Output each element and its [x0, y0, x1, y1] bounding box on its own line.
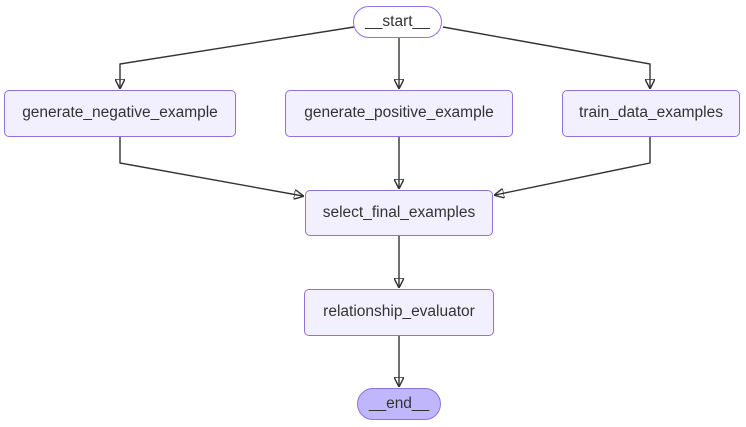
edge-generate-negative-example-to-select-final-examples [119, 137, 303, 196]
node-generate-negative-example-label: generate_negative_example [22, 104, 218, 122]
edge-train-data-examples-to-select-final-examples [495, 137, 651, 195]
node-relationship-evaluator-label: relationship_evaluator [323, 303, 475, 321]
node-generate-negative-example: generate_negative_example [4, 90, 236, 137]
node-select-final-examples: select_final_examples [305, 190, 493, 236]
node-start: __start__ [353, 6, 442, 38]
node-end: __end__ [357, 388, 441, 420]
node-select-final-examples-label: select_final_examples [322, 203, 476, 221]
edge-start-to-generate-negative-example [120, 26, 355, 88]
node-relationship-evaluator: relationship_evaluator [304, 289, 494, 336]
node-generate-positive-example-label: generate_positive_example [304, 104, 494, 122]
node-train-data-examples: train_data_examples [562, 90, 740, 137]
node-start-label: __start__ [365, 12, 430, 30]
node-end-label: __end__ [368, 394, 430, 412]
edge-start-to-train-data-examples [442, 26, 650, 88]
node-train-data-examples-label: train_data_examples [579, 104, 723, 122]
node-generate-positive-example: generate_positive_example [285, 90, 513, 137]
